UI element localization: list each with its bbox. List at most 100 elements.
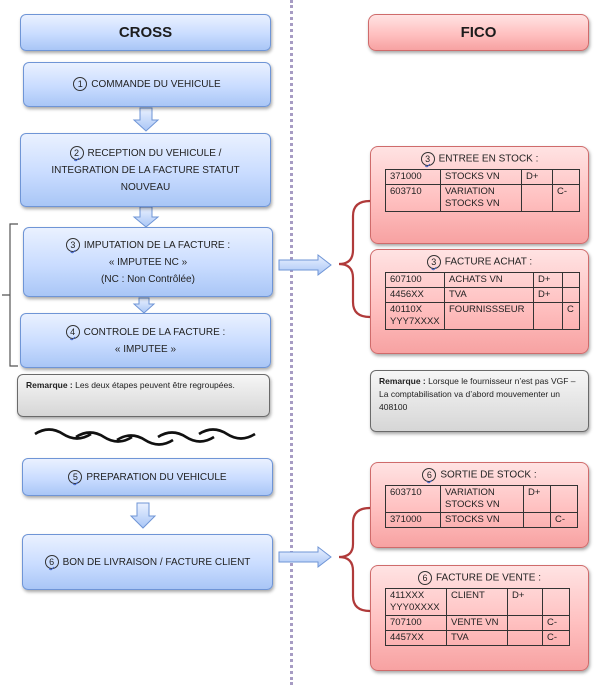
fico-bracket-2	[338, 506, 371, 613]
step-number-badge: 4	[65, 324, 80, 339]
table-cell: 40110X YYY7XXXX	[385, 302, 445, 330]
table-cell: FOURNISSSEUR	[444, 302, 534, 330]
table-cell: STOCKS VN	[440, 169, 522, 185]
table-cell: 607100	[385, 272, 445, 288]
table-cell: VENTE VN	[446, 615, 508, 631]
table-cell: 371000	[385, 512, 441, 528]
fico-header: FICO	[368, 14, 589, 51]
table-cell: ACHATS VN	[444, 272, 534, 288]
table-cell	[523, 512, 551, 528]
step-number-badge: 1	[73, 77, 88, 92]
table-cell	[552, 169, 580, 185]
step-number-badge: 6	[44, 554, 59, 569]
step-number-badge: 5	[68, 469, 83, 484]
table-cell: VARIATION STOCKS VN	[440, 485, 524, 513]
table-cell: 411XXX YYY0XXXX	[385, 588, 447, 616]
step-text: IMPUTATION DE LA FACTURE :	[83, 239, 231, 251]
table-cell	[521, 184, 553, 212]
remark-label: Remarque :	[26, 380, 73, 390]
step-text: BON DE LIVRAISON / FACTURE CLIENT	[62, 556, 251, 568]
remark-text: Lorsque le fournisseur n’est pas VGF – L…	[379, 376, 576, 412]
down-arrow-4	[129, 502, 157, 529]
fico-title: ENTREE EN STOCK :	[438, 153, 539, 165]
down-arrow-2	[132, 206, 160, 228]
table-cell: 4456XX	[385, 287, 445, 303]
table-cell: 4457XX	[385, 630, 447, 646]
wavy-separator	[34, 428, 256, 446]
left-bracket	[2, 223, 18, 367]
table-cell: C-	[550, 512, 578, 528]
fico-bracket-1	[338, 199, 371, 319]
down-arrow-1	[132, 107, 160, 132]
table-cell: STOCKS VN	[440, 512, 524, 528]
step-text: « IMPUTEE »	[114, 343, 177, 355]
table-cell: D+	[521, 169, 553, 185]
fico-number-badge: 6	[417, 571, 432, 585]
step-text: « IMPUTEE NC »	[108, 256, 188, 268]
right-arrow-1	[278, 253, 332, 277]
table-cell	[507, 630, 543, 646]
table-cell: C-	[542, 615, 570, 631]
table-cell: CLIENT	[446, 588, 508, 616]
fico-number-badge: 3	[420, 152, 435, 166]
remark-label: Remarque :	[379, 376, 426, 386]
table-cell: D+	[523, 485, 551, 513]
table-cell: TVA	[446, 630, 508, 646]
fico-number-badge: 3	[426, 255, 441, 269]
step-text: INTEGRATION DE LA FACTURE STATUT	[51, 164, 240, 176]
table-cell: TVA	[444, 287, 534, 303]
table-cell	[550, 485, 578, 513]
table-cell	[562, 272, 580, 288]
fico-title: SORTIE DE STOCK :	[440, 469, 537, 481]
left-remark: Remarque : Les deux étapes peuvent être …	[17, 374, 270, 417]
fico-title: FACTURE ACHAT :	[444, 256, 533, 268]
table-cell	[507, 615, 543, 631]
step-text: RECEPTION DU VEHICULE /	[87, 147, 222, 159]
table-cell: D+	[533, 287, 563, 303]
step-text: PREPARATION DU VEHICULE	[86, 471, 227, 483]
table-cell	[562, 287, 580, 303]
table-cell: 603710	[385, 485, 441, 513]
step-text: NOUVEAU	[120, 181, 171, 193]
step-text: COMMANDE DU VEHICULE	[91, 79, 221, 90]
table-cell: 707100	[385, 615, 447, 631]
table-cell: VARIATION STOCKS VN	[440, 184, 522, 212]
step-text: CONTROLE DE LA FACTURE :	[83, 326, 226, 338]
fico-title: FACTURE DE VENTE :	[435, 572, 541, 584]
fico-number-badge: 6	[422, 468, 437, 482]
right-remark: Remarque : Lorsque le fournisseur n’est …	[370, 370, 589, 432]
table-cell: D+	[507, 588, 543, 616]
down-arrow-3	[132, 297, 156, 314]
center-divider	[290, 0, 293, 685]
right-arrow-2	[278, 545, 332, 569]
table-cell: 371000	[385, 169, 441, 185]
cross-header: CROSS	[20, 14, 271, 51]
remark-text: Les deux étapes peuvent être regroupées.	[72, 380, 235, 390]
table-cell: C-	[552, 184, 580, 212]
table-cell	[533, 302, 563, 330]
step-text: (NC : Non Contrôlée)	[101, 273, 195, 285]
